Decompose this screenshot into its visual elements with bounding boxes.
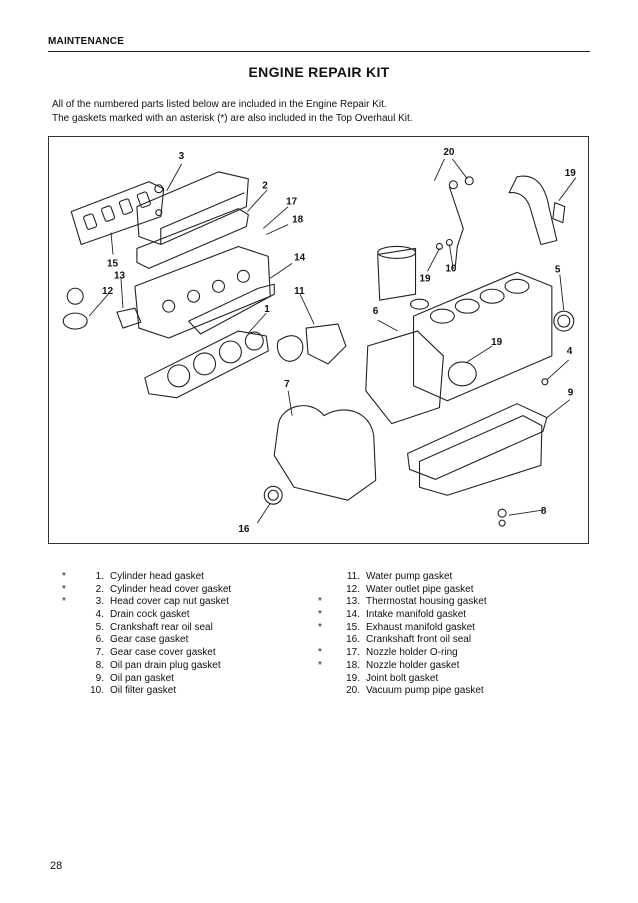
callout-17: 17	[286, 197, 298, 208]
intro-line-1: All of the numbered parts listed below a…	[52, 99, 387, 110]
asterisk-marker: *	[318, 647, 322, 659]
oil-filter-shape	[377, 247, 417, 301]
callout-19-low: 19	[491, 337, 503, 348]
part-number: 5.	[95, 621, 104, 633]
intro-text: All of the numbered parts listed below a…	[52, 98, 413, 126]
part-name: Intake manifold gasket	[366, 609, 467, 621]
callout-8: 8	[541, 506, 547, 517]
callout-19-mid: 19	[420, 273, 432, 284]
exploded-diagram: 3 2 17 18 15 13 12 14 1 11 7 16 20 19 19…	[48, 136, 589, 544]
asterisk-marker: *	[318, 596, 322, 608]
part-number: 7.	[95, 647, 104, 659]
part-number: 13.	[346, 596, 360, 608]
intake-manifold-gasket-shape	[188, 283, 275, 335]
part-number: 19.	[346, 672, 360, 684]
callout-10: 10	[445, 263, 457, 274]
part-name: Cylinder head gasket	[110, 571, 204, 582]
part-number: 20.	[346, 685, 360, 697]
part-name: Water outlet pipe gasket	[366, 583, 474, 595]
part-number: 17.	[346, 647, 360, 659]
gear-case-cover-gasket-shape	[273, 405, 377, 501]
oil-pan-gasket-shape	[407, 403, 548, 480]
part-name: Vacuum pump pipe gasket	[366, 685, 484, 697]
intro-line-2: The gaskets marked with an asterisk (*) …	[52, 113, 413, 124]
section-header: MAINTENANCE	[48, 36, 125, 47]
callout-14: 14	[294, 252, 306, 263]
part-number: 16.	[346, 634, 360, 646]
callout-13: 13	[114, 270, 126, 281]
callout-1: 1	[264, 304, 270, 315]
part-number: 6.	[95, 634, 104, 646]
oil-filter-gasket-shape	[409, 298, 430, 310]
part-number: 12.	[346, 583, 360, 595]
part-name: Oil filter gasket	[110, 685, 177, 697]
part-number: 10.	[90, 685, 104, 697]
part-name: Drain cock gasket	[110, 609, 190, 621]
part-number: 8.	[95, 659, 104, 671]
gear-case-shape	[365, 330, 444, 425]
part-number: 3.	[95, 596, 104, 608]
callout-9: 9	[568, 388, 574, 399]
engine-block-shape	[412, 271, 553, 402]
part-name: Gear case cover gasket	[110, 647, 216, 659]
callout-20: 20	[443, 147, 455, 158]
exploded-diagram-art: 3 2 17 18 15 13 12 14 1 11 7 16 20 19 19…	[62, 147, 576, 535]
callout-16: 16	[238, 524, 250, 535]
header-rule	[48, 51, 590, 52]
callout-7: 7	[284, 379, 290, 390]
head-cover-gasket-shape	[136, 208, 249, 269]
callout-2: 2	[262, 181, 268, 192]
cylinder-head-gasket-shape	[144, 330, 269, 399]
part-name: Nozzle holder O-ring	[366, 647, 458, 659]
part-number: 18.	[346, 659, 360, 671]
part-name: Water pump gasket	[366, 571, 453, 582]
asterisk-marker: *	[62, 596, 66, 608]
part-name: Gear case gasket	[110, 634, 189, 646]
part-number: 2.	[95, 583, 104, 595]
callout-12: 12	[102, 286, 114, 297]
callout-19-top: 19	[565, 168, 577, 179]
part-name: Thermostat housing gasket	[366, 596, 487, 608]
asterisk-marker: *	[318, 659, 322, 671]
part-number: 9.	[95, 672, 104, 684]
page-title: ENGINE REPAIR KIT	[248, 64, 390, 80]
exhaust-manifold-gasket-shape	[70, 181, 165, 246]
part-number: 14.	[346, 609, 360, 621]
part-name: Nozzle holder gasket	[366, 659, 460, 671]
part-number: 1.	[95, 571, 104, 582]
part-name: Head cover cap nut gasket	[110, 596, 229, 608]
part-number: 11.	[346, 571, 360, 582]
part-name: Oil pan gasket	[110, 672, 174, 684]
callout-15: 15	[107, 258, 119, 269]
part-name: Crankshaft rear oil seal	[110, 621, 213, 633]
callout-18: 18	[292, 215, 304, 226]
part-number: 4.	[95, 609, 104, 621]
part-name: Cylinder head cover gasket	[110, 583, 232, 595]
rear-oil-seal-shape	[553, 310, 575, 332]
asterisk-marker: *	[62, 583, 66, 595]
part-number: 15.	[346, 621, 360, 633]
callout-5: 5	[555, 264, 561, 275]
callout-4: 4	[567, 346, 573, 357]
head-cover-shape	[136, 171, 249, 246]
page-number: 28	[50, 860, 63, 872]
part-name: Exhaust manifold gasket	[366, 621, 475, 633]
asterisk-marker: *	[318, 609, 322, 621]
callout-3: 3	[179, 151, 185, 162]
callout-6: 6	[373, 306, 379, 317]
oil-pan-shape	[418, 415, 543, 496]
front-oil-seal-shape	[263, 485, 283, 505]
asterisk-marker: *	[62, 571, 66, 582]
part-name: Oil pan drain plug gasket	[110, 659, 221, 671]
asterisk-marker: *	[318, 621, 322, 633]
diagram-callouts: 3 2 17 18 15 13 12 14 1 11 7 16 20 19 19…	[102, 147, 576, 535]
part-name: Joint bolt gasket	[366, 672, 439, 684]
part-name: Crankshaft front oil seal	[366, 634, 472, 646]
callout-11: 11	[294, 286, 305, 297]
